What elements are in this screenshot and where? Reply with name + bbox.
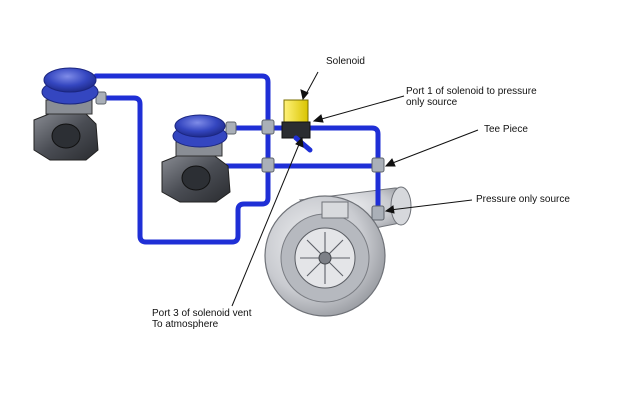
solenoid-coil xyxy=(283,99,309,123)
label-port3-line1: Port 3 of solenoid vent xyxy=(152,308,252,319)
wastegate-1 xyxy=(33,67,99,161)
label-port1-line2: only source xyxy=(406,97,458,108)
wastegate-2-cap xyxy=(174,114,226,138)
wastegate-2 xyxy=(161,114,231,203)
leader-pressure xyxy=(389,199,473,211)
compressor-nut xyxy=(318,251,332,265)
wg2-port-fitting xyxy=(225,121,237,135)
arrow-tee xyxy=(384,158,396,167)
arrow-solenoid xyxy=(300,89,309,101)
turbocharger xyxy=(264,186,412,317)
hose-network xyxy=(93,73,381,245)
tee-piece-fitting xyxy=(371,157,385,173)
hose-upper xyxy=(93,73,271,129)
hose-solenoid-port1 xyxy=(265,125,381,211)
wastegate-1-cap xyxy=(43,67,97,93)
leader-solenoid xyxy=(304,71,319,97)
leader-port1 xyxy=(317,95,405,121)
hose-wg1-lower xyxy=(97,95,271,245)
arrow-pressure xyxy=(384,205,395,214)
tee-fitting-upper xyxy=(261,119,275,135)
turbo-outlet-flange xyxy=(390,186,412,226)
label-port1: Port 1 of solenoid to pressure only sour… xyxy=(406,86,537,108)
leader-tee xyxy=(389,129,479,165)
wastegate-2-port xyxy=(181,165,211,191)
fittings xyxy=(95,91,385,221)
label-port1-line1: Port 1 of solenoid to pressure xyxy=(406,86,537,97)
arrow-port1 xyxy=(312,114,324,123)
wg1-port-fitting xyxy=(95,91,107,105)
label-solenoid: Solenoid xyxy=(326,56,365,67)
label-port3-line2: To atmosphere xyxy=(152,319,219,330)
tee-fitting-lower xyxy=(261,157,275,173)
label-tee-piece: Tee Piece xyxy=(484,124,528,135)
label-port3: Port 3 of solenoid vent To atmosphere xyxy=(152,308,252,330)
arrow-port3 xyxy=(295,136,304,148)
annotation-leaders xyxy=(231,71,479,307)
label-pressure-source: Pressure only source xyxy=(476,194,570,205)
turbo-boss xyxy=(321,201,349,219)
pressure-source-fitting xyxy=(371,205,385,221)
leader-port3 xyxy=(231,141,301,307)
wastegate-1-port xyxy=(51,123,81,149)
solenoid-valve xyxy=(281,99,313,153)
